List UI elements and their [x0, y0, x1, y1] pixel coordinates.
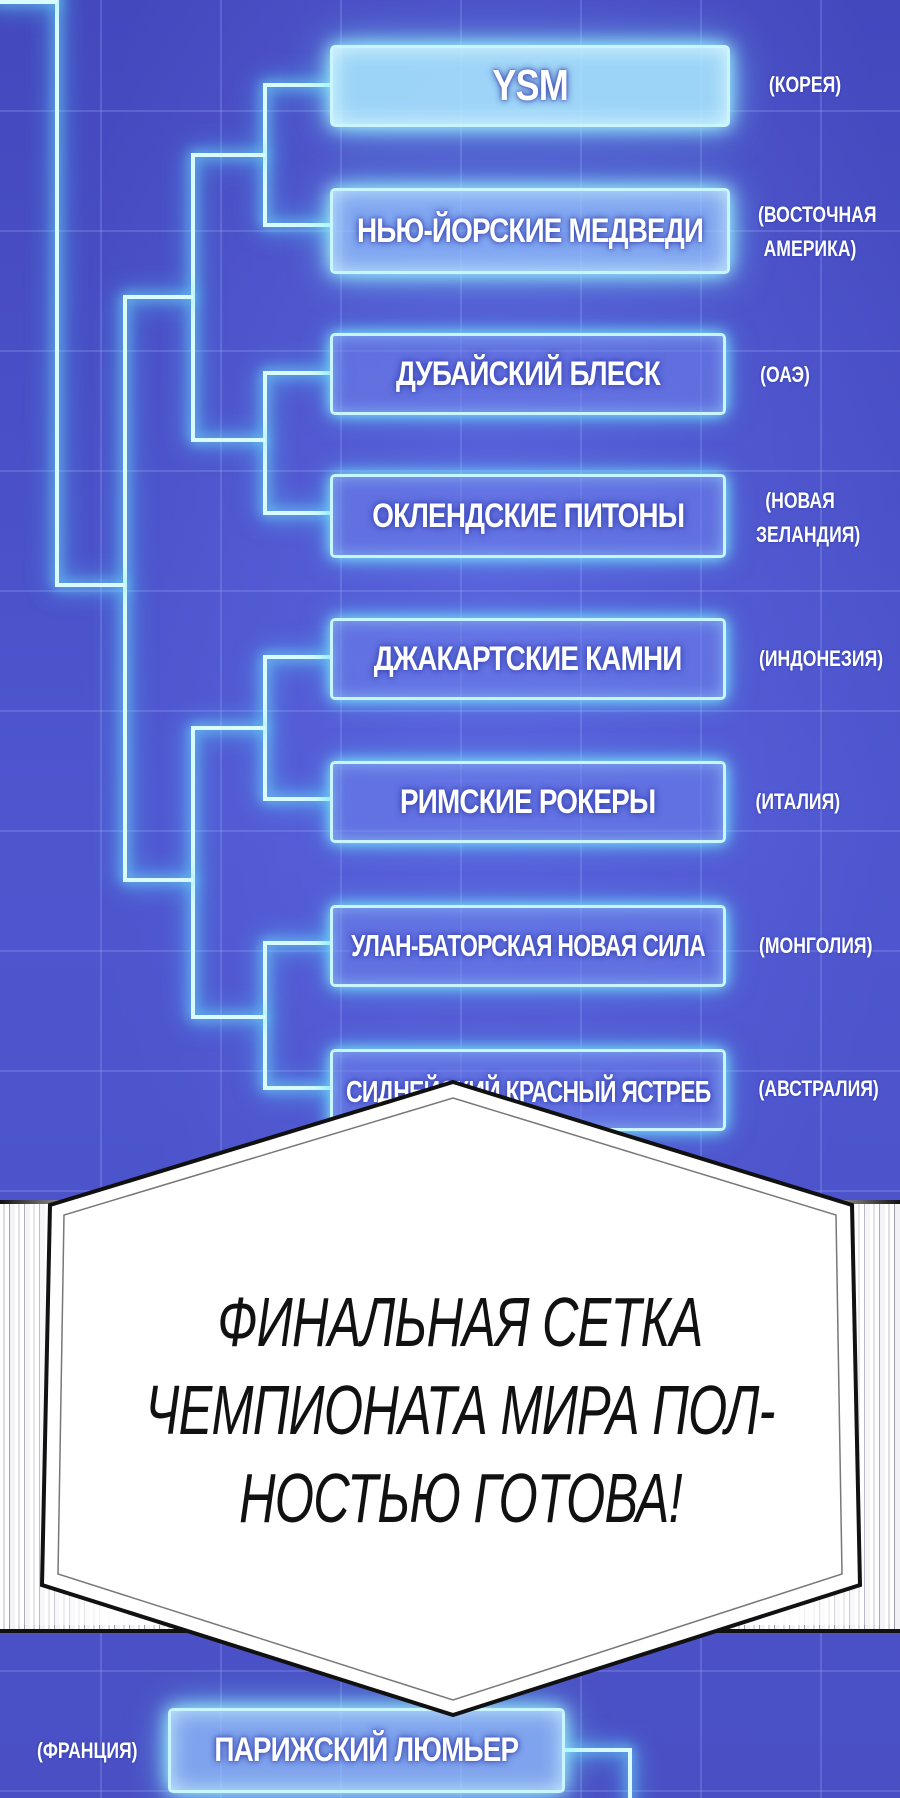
team-name: РИМСКИЕ РОКЕРЫ: [400, 782, 656, 821]
region-label: (КОРЕЯ): [768, 72, 842, 97]
team-box-paris-lumiere: ПАРИЖСКИЙ ЛЮМЬЕР: [168, 1708, 565, 1793]
team-box-new-york-bears: НЬЮ-ЙОРСКИЕ МЕДВЕДИ: [330, 188, 730, 274]
team-name: НЬЮ-ЙОРСКИЕ МЕДВЕДИ: [356, 211, 704, 250]
team-name: ОКЛЕНДСКИЕ ПИТОНЫ: [372, 496, 685, 535]
team-box-ysm: YSM: [330, 45, 730, 127]
caption-line: ЧЕМПИОНАТА МИРА ПОЛ-: [145, 1371, 775, 1449]
team-box-auckland-pythons: ОКЛЕНДСКИЕ ПИТОНЫ: [330, 474, 726, 558]
team-name: УЛАН-БАТОРСКАЯ НОВАЯ СИЛА: [351, 928, 706, 963]
caption-text: ФИНАЛЬНАЯ СЕТКА ЧЕМПИОНАТА МИРА ПОЛ- НОС…: [120, 1240, 800, 1580]
team-box-ulaanbaatar-new-force: УЛАН-БАТОРСКАЯ НОВАЯ СИЛА: [330, 905, 726, 987]
region-label: (ФРАНЦИЯ): [37, 1738, 138, 1763]
region-label: (ИНДОНЕЗИЯ): [759, 646, 884, 671]
region-label: (НОВАЯ ЗЕЛАНДИЯ): [756, 488, 861, 547]
caption-line: ФИНАЛЬНАЯ СЕТКА: [217, 1283, 703, 1361]
region-label: (АВСТРАЛИЯ): [758, 1076, 879, 1101]
bracket-connector: [123, 295, 193, 882]
region-label: (ОАЭ): [760, 362, 810, 387]
team-name: YSM: [492, 61, 569, 110]
team-box-roman-rockers: РИМСКИЕ РОКЕРЫ: [330, 761, 726, 843]
region-label: (МОНГОЛИЯ): [759, 933, 873, 958]
region-label: (ИТАЛИЯ): [755, 789, 841, 814]
bracket-connector: [263, 371, 330, 515]
team-box-jakarta-stones: ДЖАКАРТСКИЕ КАМНИ: [330, 618, 726, 700]
team-name: ДЖАКАРТСКИЕ КАМНИ: [374, 639, 683, 678]
team-name: ДУБАЙСКИЙ БЛЕСК: [395, 354, 661, 393]
team-box-dubai-glitter: ДУБАЙСКИЙ БЛЕСК: [330, 333, 726, 415]
bracket-connector: [55, 0, 125, 587]
region-label: (ВОСТОЧНАЯ АМЕРИКА): [758, 202, 877, 261]
bracket-connector: [565, 1748, 632, 1798]
bracket-connector: [191, 726, 265, 1019]
caption-line: НОСТЬЮ ГОТОВА!: [238, 1459, 682, 1537]
team-name: ПАРИЖСКИЙ ЛЮМЬЕР: [214, 1731, 520, 1769]
